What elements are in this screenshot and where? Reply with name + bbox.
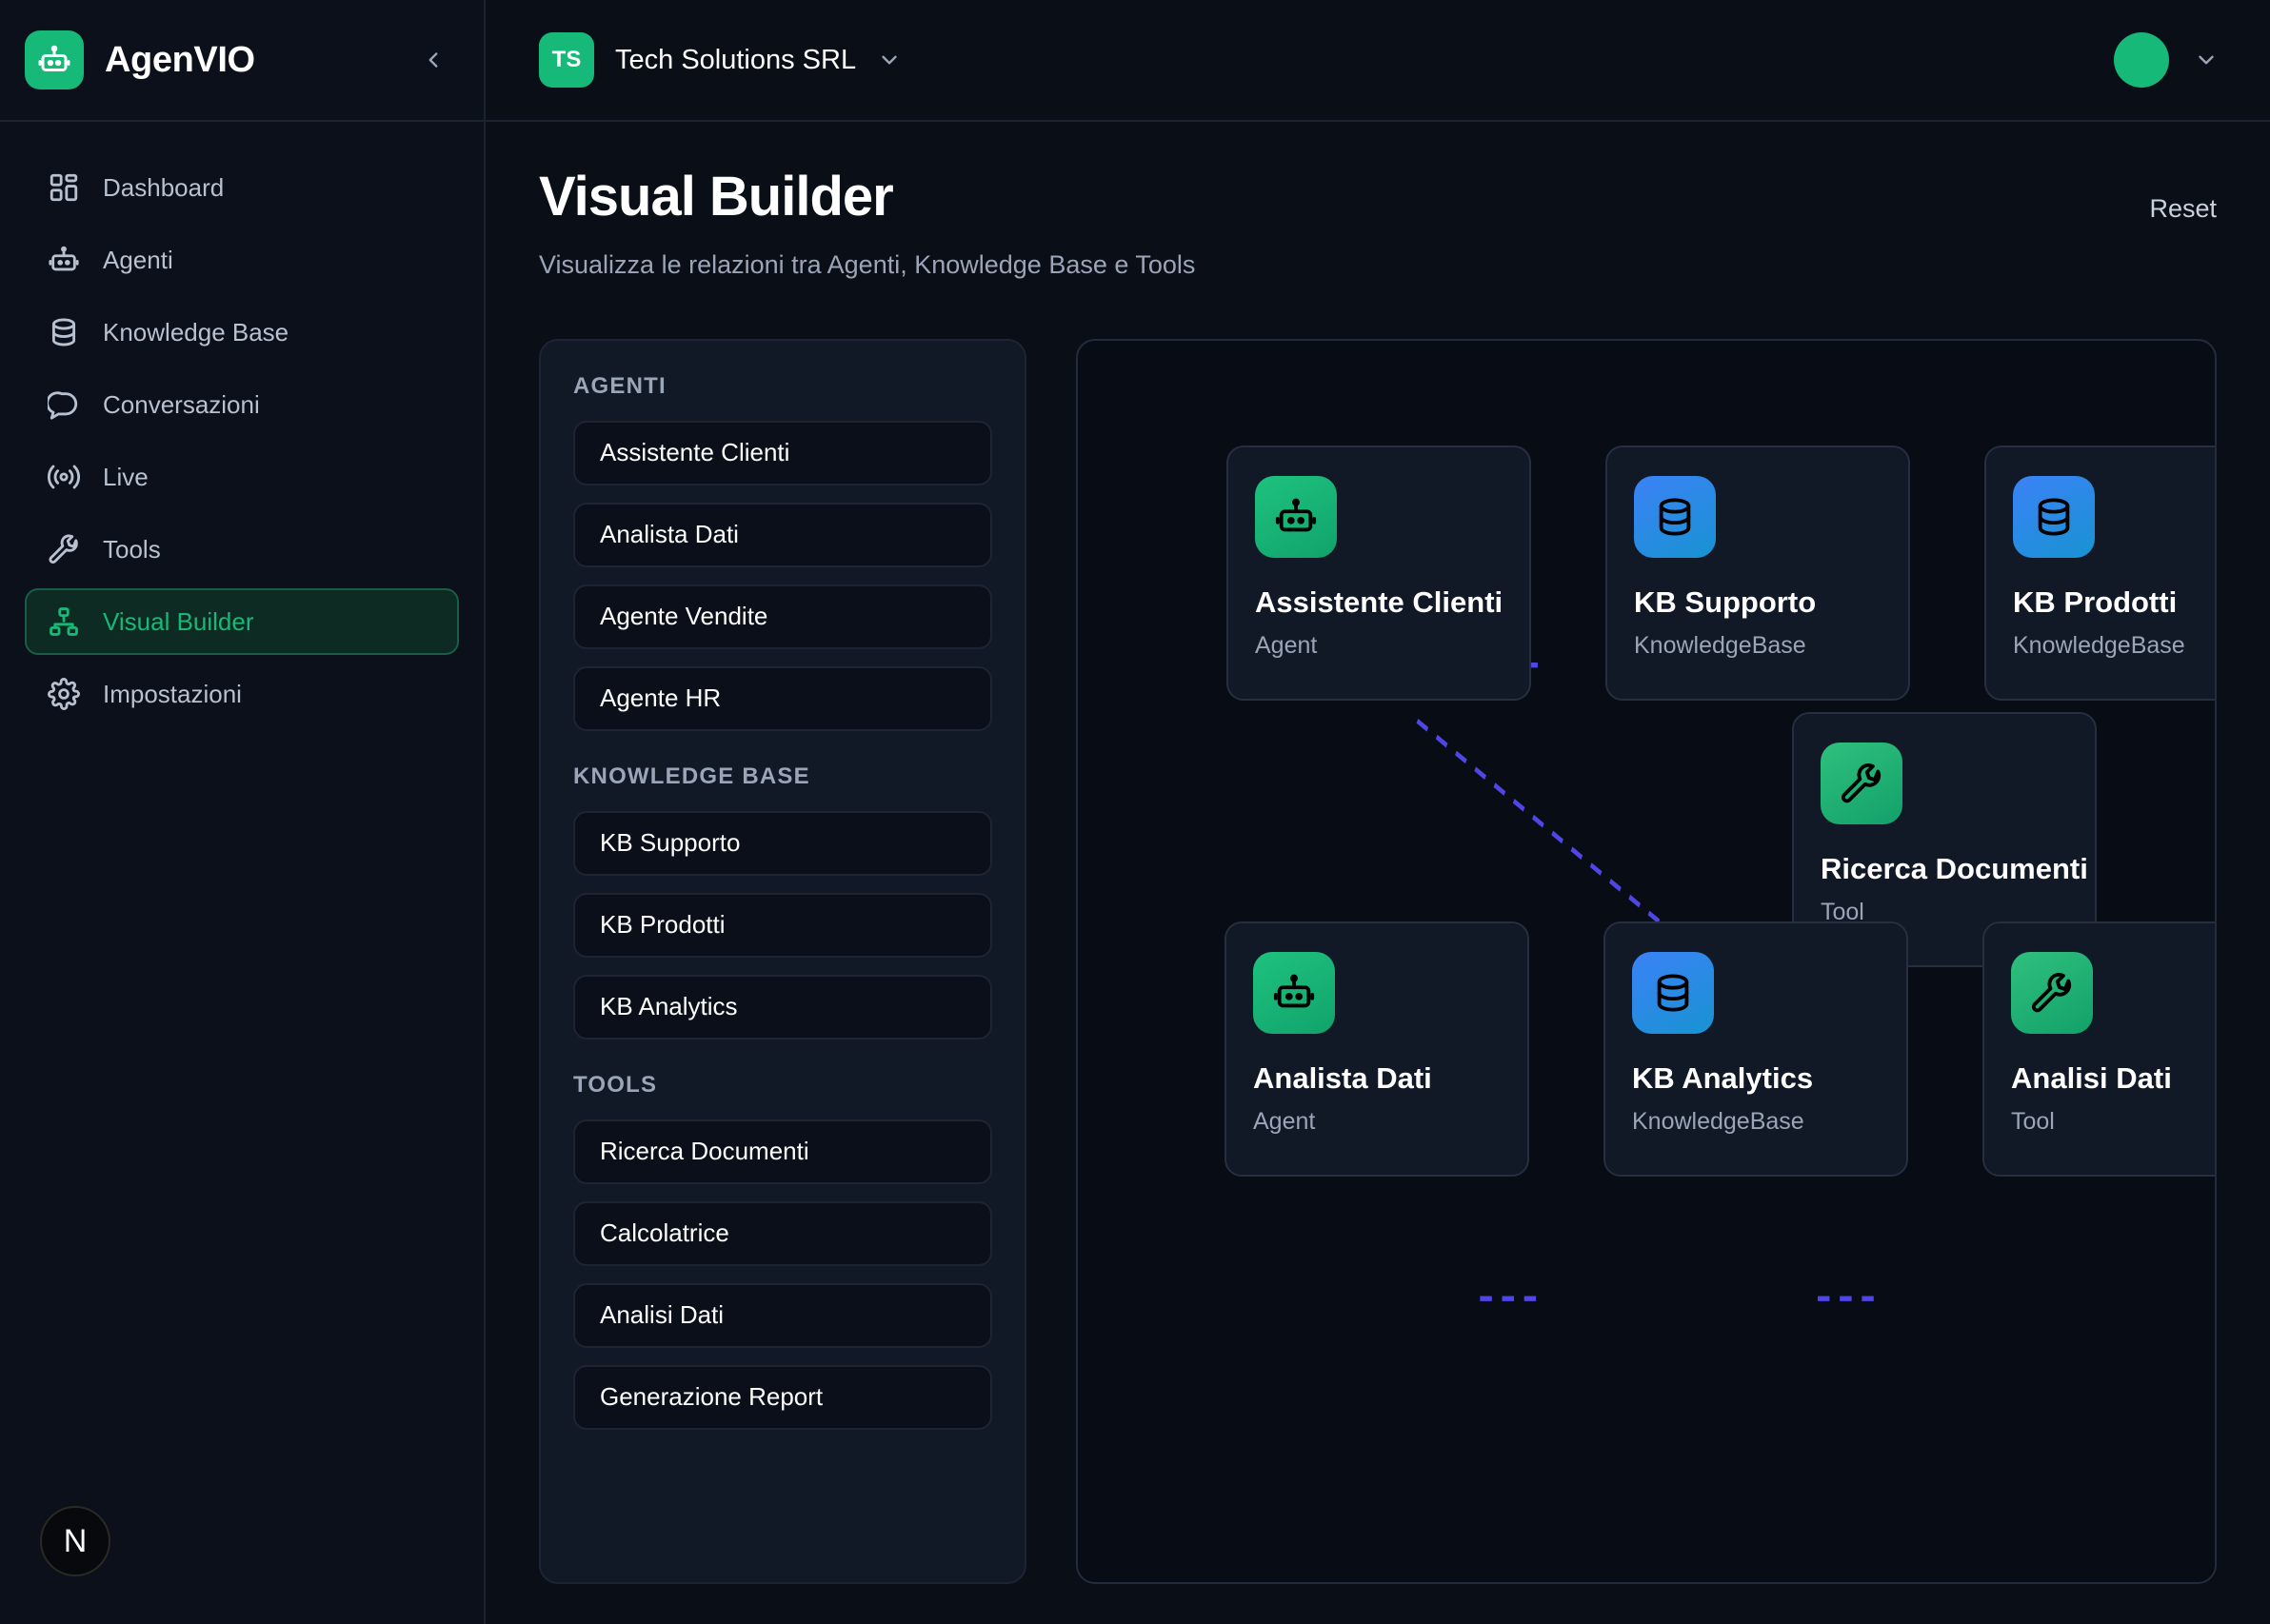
graph-node-kind: Tool: [2011, 1108, 2055, 1136]
page-title: Visual Builder: [539, 166, 894, 228]
palette-item[interactable]: Analista Dati: [573, 502, 992, 567]
sidebar-collapse-icon[interactable]: [413, 40, 453, 80]
wrench-icon: [48, 533, 80, 565]
palette-item[interactable]: KB Prodotti: [573, 892, 992, 958]
palette-group-title: AGENTI: [573, 372, 667, 399]
database-icon: [48, 316, 80, 348]
sidebar-item-agenti[interactable]: Agenti: [25, 227, 459, 293]
robot-icon: [1253, 951, 1335, 1034]
sidebar-item-label: Tools: [103, 534, 161, 564]
graph-node-title: Analisi Dati: [2011, 1060, 2172, 1095]
sidebar-item-live[interactable]: Live: [25, 444, 459, 510]
database-icon: [1634, 475, 1716, 558]
graph-node-kind: Agent: [1253, 1108, 1316, 1136]
gear-icon: [48, 678, 80, 710]
page-content: Visual Builder Visualizza le relazioni t…: [486, 122, 2270, 1624]
graph-node-kind: Agent: [1255, 632, 1318, 660]
database-icon: [2013, 475, 2095, 558]
user-menu[interactable]: [2114, 32, 2219, 88]
sidebar-item-label: Conversazioni: [103, 389, 260, 419]
palette-group-title: TOOLS: [573, 1071, 658, 1098]
chevron-down-icon: [2194, 48, 2219, 72]
sidebar-item-label: Agenti: [103, 245, 173, 274]
graph-node-title: KB Supporto: [1634, 584, 1817, 619]
dev-tools-badge[interactable]: N: [40, 1506, 110, 1576]
database-icon: [1632, 951, 1714, 1034]
palette-item[interactable]: Assistente Clienti: [573, 420, 992, 485]
avatar: [2114, 32, 2169, 88]
sidebar-item-label: Knowledge Base: [103, 317, 289, 347]
palette-item[interactable]: Generazione Report: [573, 1364, 992, 1430]
sidebar-header: AgenVIO: [0, 0, 484, 122]
robot-icon: [48, 244, 80, 276]
reset-button[interactable]: Reset: [2149, 194, 2217, 223]
page-subtitle: Visualizza le relazioni tra Agenti, Know…: [539, 249, 1196, 279]
graph-node-title: Assistente Clienti: [1255, 584, 1503, 619]
palette-item[interactable]: KB Analytics: [573, 974, 992, 1040]
graph-node-title: KB Analytics: [1632, 1060, 1814, 1095]
graph-node-title: KB Prodotti: [2013, 584, 2178, 619]
org-switcher[interactable]: TS Tech Solutions SRL: [539, 32, 902, 88]
sidebar-item-knowledge-base[interactable]: Knowledge Base: [25, 299, 459, 366]
palette-item[interactable]: KB Supporto: [573, 810, 992, 876]
page-header: Visual Builder Visualizza le relazioni t…: [539, 166, 2217, 280]
sidebar-item-label: Impostazioni: [103, 679, 242, 708]
palette-item[interactable]: Agente HR: [573, 665, 992, 731]
broadcast-icon: [48, 461, 80, 493]
palette-item[interactable]: Analisi Dati: [573, 1282, 992, 1348]
wrench-icon: [2011, 951, 2093, 1034]
org-avatar: TS: [539, 32, 594, 88]
sidebar-item-label: Live: [103, 462, 149, 491]
app-logo-icon: [25, 30, 84, 89]
app-name: AgenVIO: [105, 39, 255, 80]
org-name: Tech Solutions SRL: [615, 44, 857, 75]
chevron-down-icon: [877, 48, 902, 72]
sidebar-item-dashboard[interactable]: Dashboard: [25, 154, 459, 221]
palette-item[interactable]: Calcolatrice: [573, 1200, 992, 1266]
topbar: TS Tech Solutions SRL: [486, 0, 2270, 122]
sidebar-item-label: Visual Builder: [103, 606, 254, 636]
sidebar-item-visual-builder[interactable]: Visual Builder: [25, 588, 459, 655]
sitemap-icon: [48, 605, 80, 638]
robot-icon: [1255, 475, 1337, 558]
graph-node-title: Ricerca Documenti: [1821, 851, 2088, 885]
sidebar-item-label: Dashboard: [103, 172, 225, 202]
palette-group-title: KNOWLEDGE BASE: [573, 762, 810, 789]
palette-group: KNOWLEDGE BASE KB Supporto KB Prodotti KB A…: [573, 763, 992, 1040]
sidebar-item-tools[interactable]: Tools: [25, 516, 459, 583]
sidebar-item-impostazioni[interactable]: Impostazioni: [25, 661, 459, 727]
graph-node-kind: KnowledgeBase: [2013, 632, 2185, 660]
chat-bubble-icon: [48, 388, 80, 421]
graph-node-kind: KnowledgeBase: [1634, 632, 1806, 660]
grid-icon: [48, 171, 80, 204]
sidebar-item-conversazioni[interactable]: Conversazioni: [25, 371, 459, 438]
graph-node-kind: KnowledgeBase: [1632, 1108, 1804, 1136]
graph-node-title: Analista Dati: [1253, 1060, 1432, 1095]
main-area: TS Tech Solutions SRL Visual Builder Vis…: [486, 0, 2270, 1624]
wrench-icon: [1821, 742, 1902, 824]
palette-item[interactable]: Ricerca Documenti: [573, 1119, 992, 1184]
palette-item[interactable]: Agente Vendite: [573, 584, 992, 649]
